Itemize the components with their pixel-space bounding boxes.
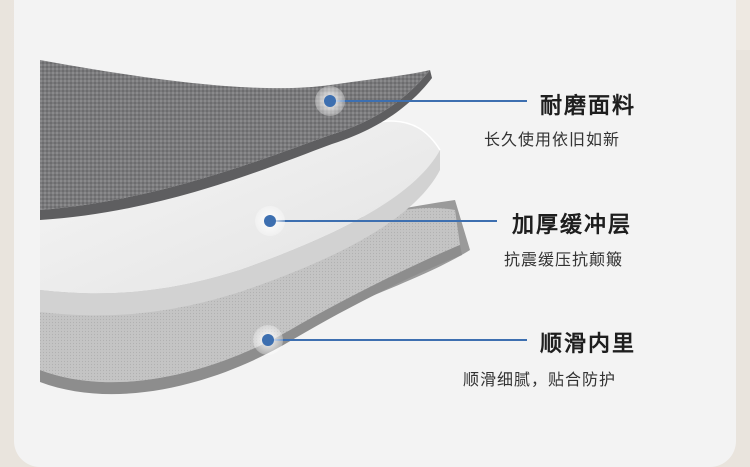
callout-dot-2 [255,206,285,236]
feature-subtitle-smooth-lining: 顺滑细腻，贴合防护 [463,370,617,389]
callout-dot-1 [315,86,345,116]
feature-title-wear-resistant: 耐磨面料 [540,94,637,119]
feature-subtitle-cushion-layer: 抗震缓压抗颠簸 [504,250,624,269]
feature-subtitle-wear-resistant: 长久使用依旧如新 [484,130,621,149]
callout-dot-3 [253,325,283,355]
callout-lines [268,100,527,341]
feature-title-cushion-layer: 加厚缓冲层 [512,213,633,238]
feature-title-smooth-lining: 顺滑内里 [540,332,637,357]
